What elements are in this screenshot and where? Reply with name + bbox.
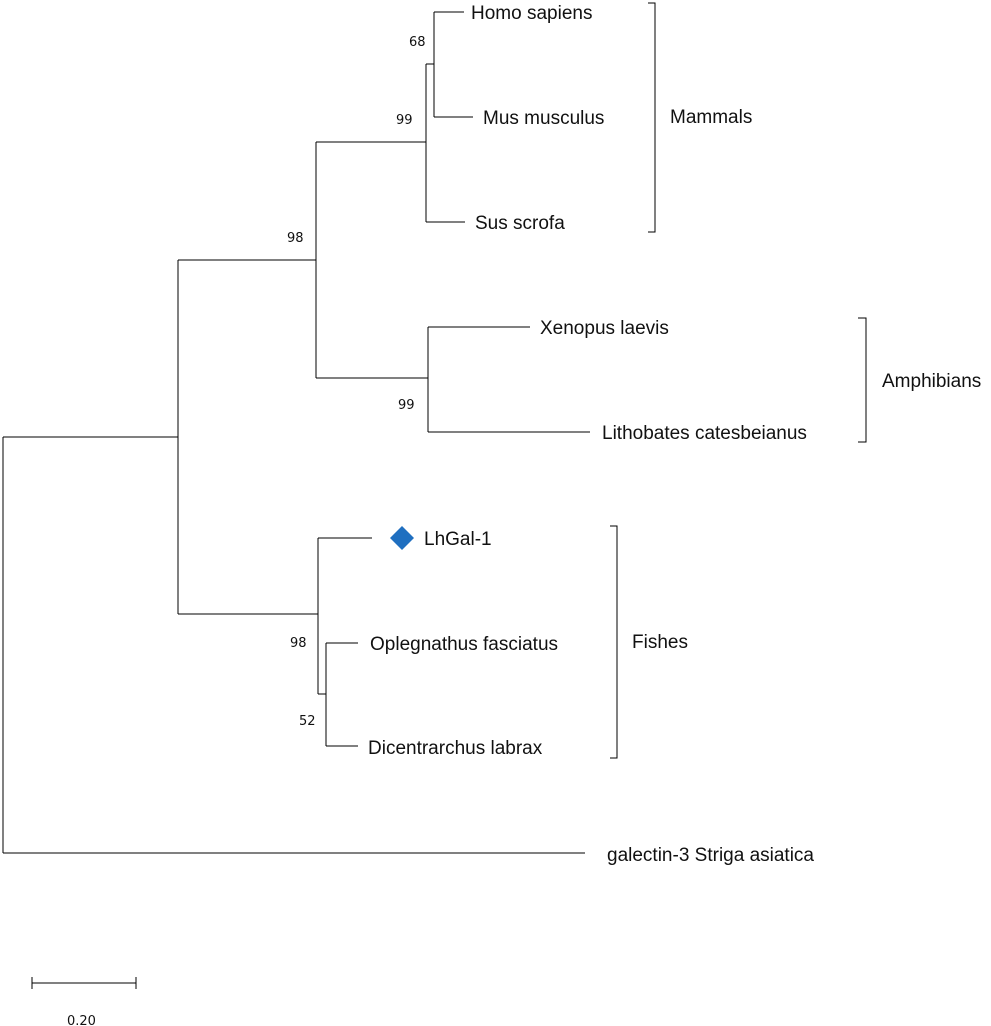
taxon-lithobates-catesbeianus: Lithobates catesbeianus (602, 423, 807, 444)
taxon-oplegnathus-fasciatus: Oplegnathus fasciatus (370, 634, 558, 655)
taxon-lhgal-1: LhGal-1 (424, 529, 492, 550)
taxon-homo-sapiens: Homo sapiens (471, 3, 592, 24)
taxon-dicentrarchus-labrax: Dicentrarchus labrax (368, 738, 543, 759)
support-fishes: 98 (290, 636, 307, 651)
support-tetrapods: 98 (287, 231, 304, 246)
taxon-xenopus-laevis: Xenopus laevis (540, 318, 669, 339)
scale-bar (31, 977, 137, 989)
amphibian-node (427, 326, 590, 433)
group-label-amphibians: Amphibians (882, 371, 981, 392)
mammals-bracket (648, 2, 656, 233)
group-label-fishes: Fishes (632, 632, 688, 653)
taxon-galectin-3-striga-asiatica: galectin-3 Striga asiatica (607, 845, 814, 866)
taxon-sus-scrofa: Sus scrofa (475, 213, 565, 234)
group-label-mammals: Mammals (670, 107, 752, 128)
mammal-node (425, 63, 465, 223)
support-mammals: 99 (396, 113, 413, 128)
ingroup-node (177, 259, 318, 615)
root-node (2, 436, 585, 854)
tetrapod-node (315, 141, 428, 379)
homo-mus-node (433, 11, 473, 118)
diamond-icon (390, 526, 414, 550)
support-amphibians: 99 (398, 398, 415, 413)
fish-node (317, 537, 372, 695)
amphibians-bracket (858, 317, 867, 443)
fishes-bracket (610, 525, 618, 759)
oplegnathus-dicentrarchus-node (325, 642, 358, 747)
scale-bar-label: 0.20 (67, 1014, 96, 1026)
support-homo-mus: 68 (409, 35, 426, 50)
support-oplegnathus-dicentrarchus: 52 (299, 714, 316, 729)
taxon-mus-musculus: Mus musculus (483, 108, 604, 129)
